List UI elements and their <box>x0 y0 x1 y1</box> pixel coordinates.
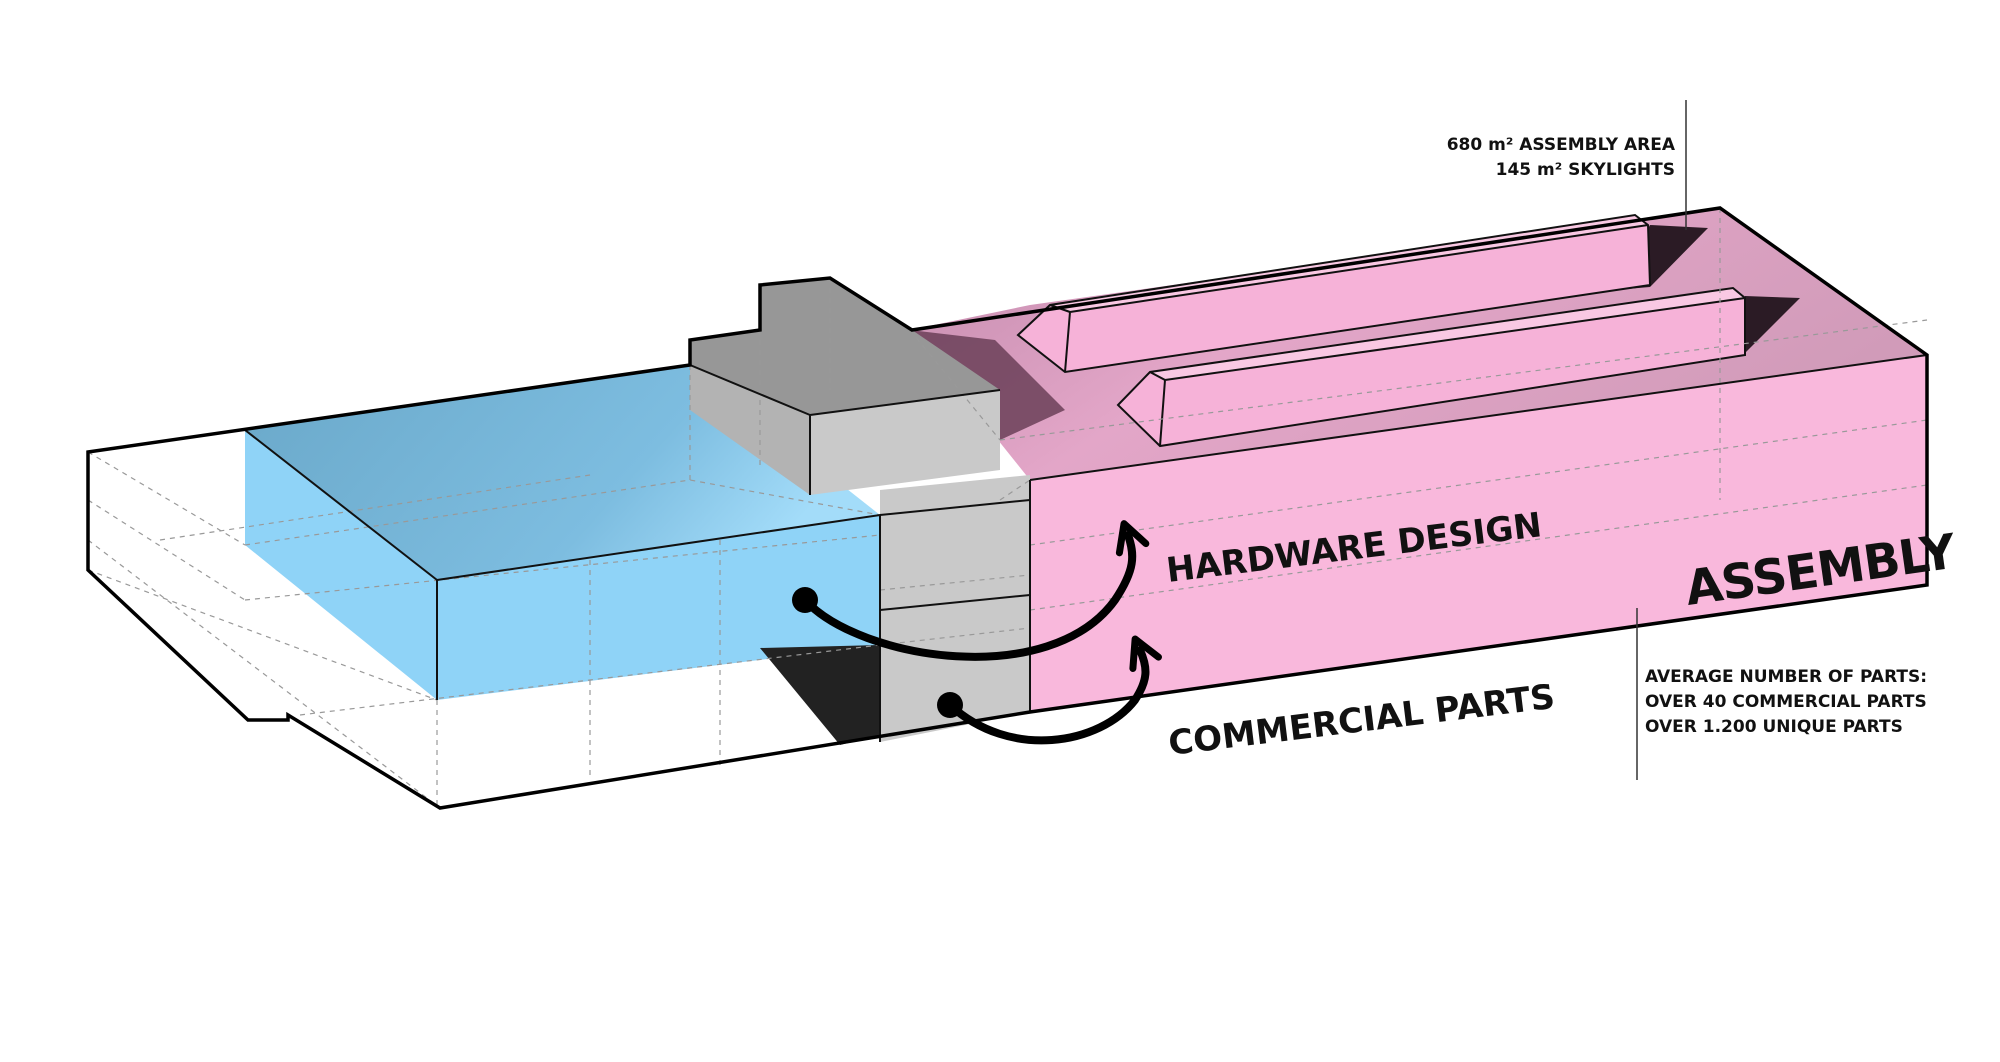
flow-arrows <box>792 520 1162 745</box>
assembly-block-front <box>1030 355 1927 712</box>
hardware-block-side <box>245 430 437 700</box>
commercial-block-front <box>880 475 1030 742</box>
skylights-label: 145 m² SKYLIGHTS <box>1496 160 1675 180</box>
hardware-design-arrow <box>801 520 1150 661</box>
commercial-block <box>690 278 1030 745</box>
commercial-block-shadow <box>760 645 880 745</box>
parts-heading-label: AVERAGE NUMBER OF PARTS: <box>1645 667 1927 687</box>
assembly-area-label: 680 m² ASSEMBLY AREA <box>1447 135 1676 155</box>
commercial-tower-top <box>690 278 1000 415</box>
base-block-front <box>88 570 440 808</box>
leader-lines <box>1636 100 1687 780</box>
building-outline <box>86 206 1929 810</box>
commercial-tower-side <box>690 365 810 495</box>
unique-count-label: OVER 1.200 UNIQUE PARTS <box>1645 717 1903 737</box>
commercial-parts-arrow <box>946 635 1162 745</box>
solid-edges <box>244 285 1928 742</box>
commercial-parts-label: COMMERCIAL PARTS <box>1166 677 1557 764</box>
commercial-tower-front <box>810 390 1000 495</box>
commercial-count-label: OVER 40 COMMERCIAL PARTS <box>1645 692 1927 712</box>
skylight-2 <box>1116 286 1746 448</box>
hidden-lines <box>87 208 1928 809</box>
